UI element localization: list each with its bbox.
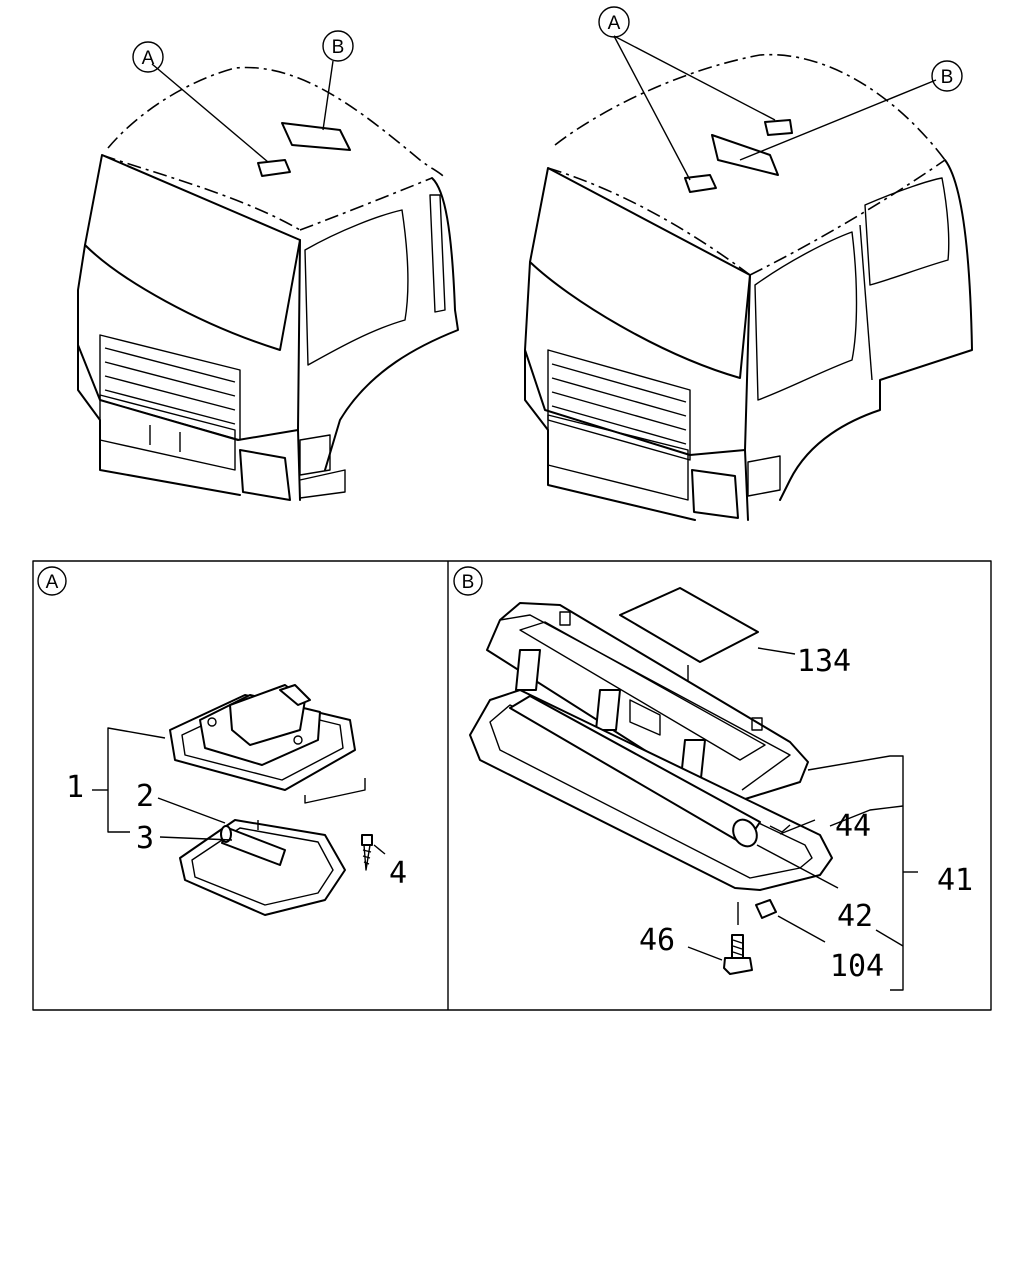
- part-label-46: 46: [639, 923, 675, 958]
- callout-a-right-label: A: [608, 13, 621, 34]
- part-label-3: 3: [136, 821, 154, 856]
- callout-a-left-label: A: [142, 48, 155, 69]
- callout-b-left: B: [322, 30, 354, 62]
- callout-a-right: A: [598, 6, 630, 38]
- part-label-41: 41: [937, 863, 973, 898]
- callout-b-left-label: B: [332, 37, 345, 58]
- part-label-4: 4: [389, 856, 407, 891]
- crew-cab-illustration: [524, 53, 973, 521]
- panel-b-title: B: [462, 572, 475, 593]
- panel-a-title: A: [46, 572, 59, 593]
- callout-b-right-label: B: [941, 67, 954, 88]
- part-label-42: 42: [837, 899, 873, 934]
- detail-panel-b: B: [453, 566, 973, 991]
- standard-cab-illustration: [77, 66, 459, 501]
- part-label-134: 134: [797, 644, 851, 679]
- detail-panels-frame: [32, 560, 992, 1011]
- part-label-44: 44: [835, 809, 871, 844]
- part-label-1: 1: [66, 770, 84, 805]
- callout-a-left: A: [132, 41, 164, 73]
- part-label-2: 2: [136, 779, 154, 814]
- callout-b-right: B: [931, 60, 963, 92]
- detail-panel-a: A 1 2 3 4: [37, 566, 407, 916]
- part-label-104: 104: [830, 949, 884, 984]
